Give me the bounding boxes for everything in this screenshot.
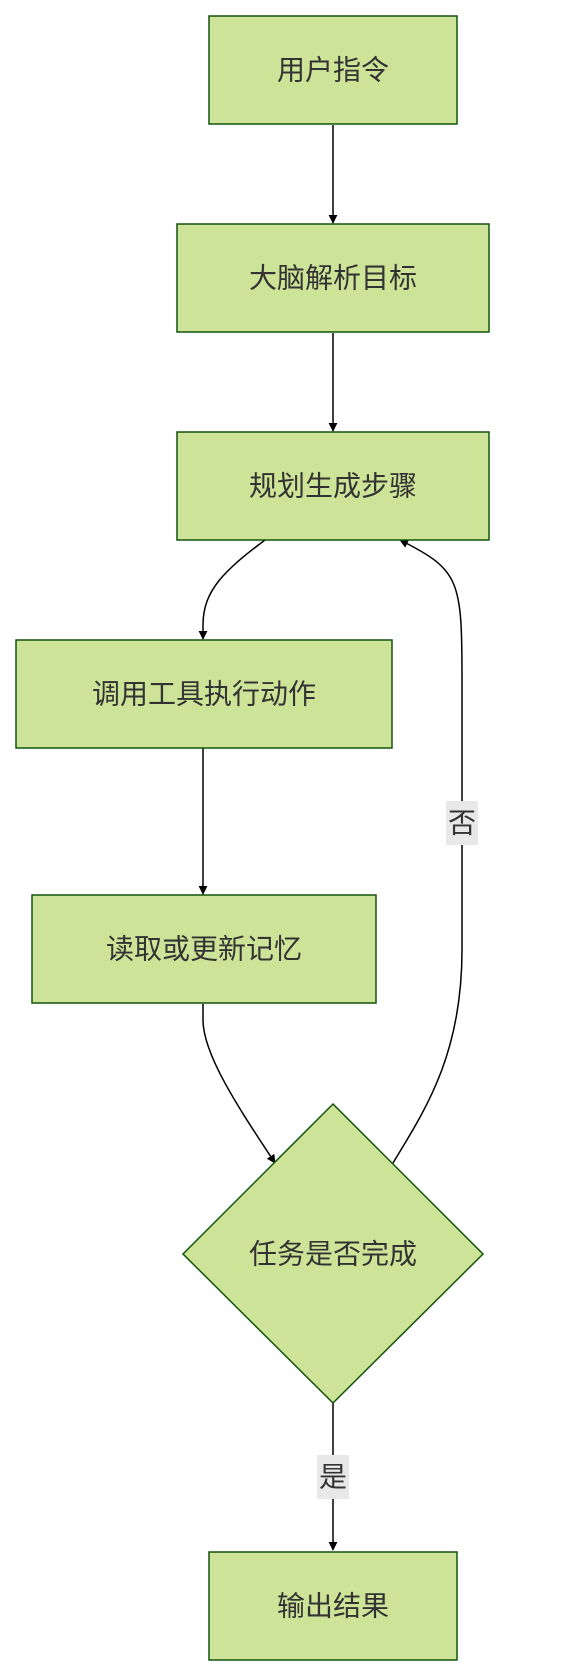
svg-text:大脑解析目标: 大脑解析目标 bbox=[249, 262, 417, 295]
node-task-done-decision[interactable]: 任务是否完成 bbox=[181, 1102, 485, 1405]
svg-text:规划生成步骤: 规划生成步骤 bbox=[249, 470, 417, 503]
edge-decision-to-plan-no bbox=[392, 539, 463, 1164]
svg-text:调用工具执行动作: 调用工具执行动作 bbox=[92, 678, 316, 711]
node-memory[interactable]: 读取或更新记忆 bbox=[31, 894, 377, 1004]
svg-text:是: 是 bbox=[319, 1461, 347, 1494]
node-output[interactable]: 输出结果 bbox=[208, 1551, 458, 1661]
edge-label-yes: 是 bbox=[317, 1455, 349, 1499]
node-invoke-tools[interactable]: 调用工具执行动作 bbox=[15, 639, 393, 749]
node-plan-steps[interactable]: 规划生成步骤 bbox=[176, 431, 490, 541]
edge-plan-to-tools bbox=[198, 539, 266, 640]
edge-memory-to-decision bbox=[202, 1004, 276, 1164]
svg-text:读取或更新记忆: 读取或更新记忆 bbox=[106, 933, 302, 966]
node-user-command[interactable]: 用户指令 bbox=[208, 15, 458, 125]
svg-text:用户指令: 用户指令 bbox=[277, 54, 389, 87]
svg-text:任务是否完成: 任务是否完成 bbox=[249, 1238, 417, 1271]
svg-text:否: 否 bbox=[448, 807, 476, 840]
svg-text:输出结果: 输出结果 bbox=[277, 1590, 389, 1623]
edge-label-no: 否 bbox=[446, 801, 478, 845]
node-parse-goal[interactable]: 大脑解析目标 bbox=[176, 223, 490, 333]
